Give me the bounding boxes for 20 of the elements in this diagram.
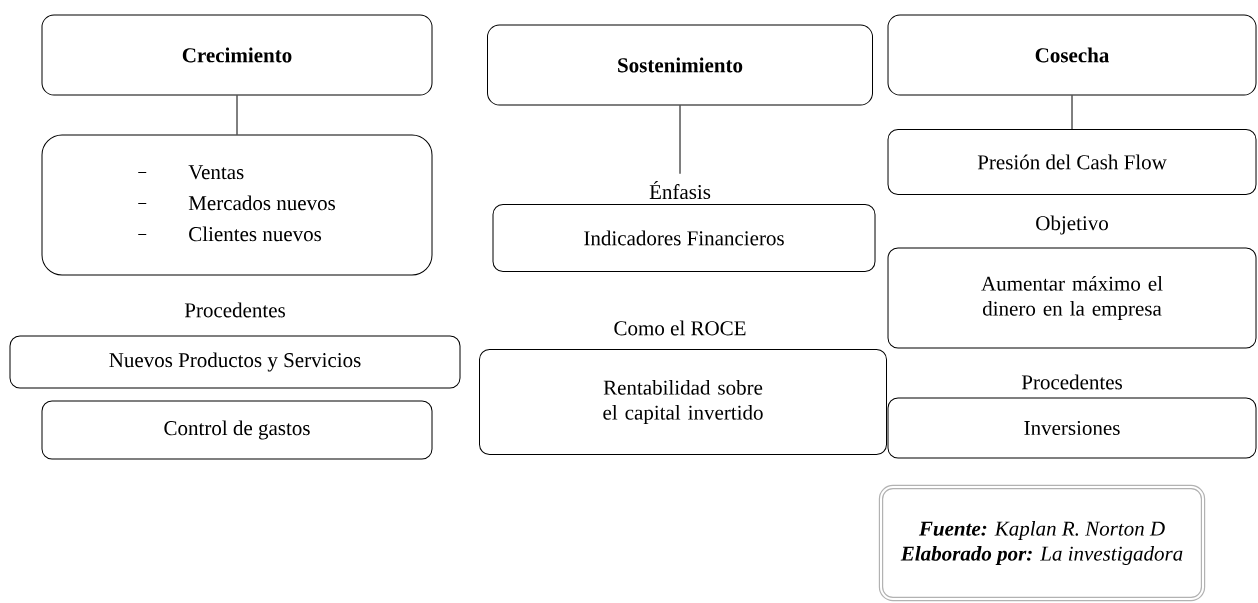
text-box: Indicadores Financieros	[492, 204, 876, 272]
heading-box: Sostenimiento	[487, 24, 873, 106]
text-box: Control de gastos	[41, 400, 433, 460]
text-box: Presión del Cash Flow	[887, 129, 1257, 195]
connector-line	[236, 95, 238, 135]
text-box: Aumentar máximo el dinero en la empresa	[887, 247, 1257, 349]
text-box: Inversiones	[887, 397, 1257, 459]
label-text: Procedentes	[1021, 374, 1122, 390]
heading-box: Cosecha	[887, 14, 1257, 96]
label-text: Objetivo	[1036, 215, 1108, 235]
heading-box: Crecimiento	[41, 14, 433, 96]
connector-line	[679, 105, 681, 175]
source-box: Fuente: Kaplan R. Norton D Elaborado por: La investigadora	[878, 484, 1206, 602]
connector-line	[1071, 95, 1073, 130]
label-text: Como el ROCE	[614, 320, 746, 336]
label-text: Procedentes	[184, 302, 285, 318]
text: Énfasis	[649, 180, 711, 200]
text-box: Rentabilidad sobre el capital invertido	[479, 349, 887, 455]
text-box: Nuevos Productos y Servicios	[9, 335, 461, 389]
list-box: Ventas Mercados nuevos Clientes nuevos	[41, 134, 433, 276]
